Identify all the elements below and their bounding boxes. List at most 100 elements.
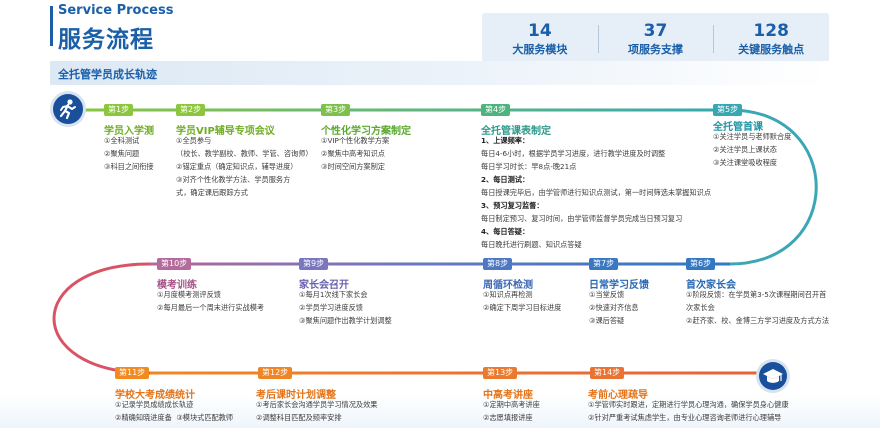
step-item: ②锚定重点（确定知识点，辅导进度） [176, 162, 298, 171]
stat-modules: 14 大服务模块 [482, 13, 598, 66]
step-item: ①考后家长会沟通学员学习情况及效果 [256, 400, 378, 409]
step-items: ①当堂反馈 ②快速对齐信息 ③课后答疑 [589, 288, 639, 327]
step-badge: 第6步 [686, 258, 716, 270]
step-item: ①全员参与 [176, 136, 212, 145]
title-accent-bar [50, 6, 53, 46]
step-item: ①学管师实时跟进，定期进行学员心理沟通，确保学员身心健康 [588, 400, 789, 409]
step-item: 每日晚托进行刷题、知识点答疑 [481, 240, 582, 249]
step-item: ③课后答疑 [589, 316, 625, 325]
step-item: ③模块式匹配教师 [176, 413, 234, 422]
stat-supports: 37 项服务支撑 [597, 13, 714, 66]
stat-label: 大服务模块 [512, 43, 568, 56]
section-header-bar [50, 61, 830, 85]
step-item: ①每月1次线下家长会 [299, 290, 368, 299]
step-item-heading: 4、每日答疑： [481, 227, 530, 236]
step-item: ②学员学习进度反馈 [299, 303, 363, 312]
step-items: ①全科测试 ②聚焦问题 ③科目之间衔接 [104, 134, 154, 173]
step-badge: 第3步 [321, 104, 351, 116]
step-title: 模考训练 [157, 280, 197, 291]
step-badge: 第9步 [299, 258, 329, 270]
track-curve-left [52, 262, 151, 375]
step-items: ①每月1次线下家长会 ②学员学习进度反馈 ③聚焦问题作出教学计划调整 [299, 288, 392, 327]
step-item: 式，确定课后跟踪方式 [176, 188, 248, 197]
step-badge: 第4步 [481, 104, 511, 116]
step-badge: 第5步 [713, 104, 743, 116]
step-title: 学员VIP辅导专项会议 [176, 126, 275, 137]
step-badge: 第1步 [104, 104, 134, 116]
step-item: 次家长会 [686, 303, 715, 312]
stat-number: 128 [753, 21, 789, 41]
step-items: ①学管师实时跟进，定期进行学员心理沟通，确保学员身心健康 ②针对严重考试焦虑学生… [588, 398, 789, 424]
step-item: ②聚焦问题 [104, 149, 140, 158]
step-item: ①定期中高考讲座 [483, 400, 540, 409]
step-badge: 第14步 [590, 367, 625, 379]
step-item: ①记录学员成绩成长轨迹 [115, 400, 194, 409]
stats-panel: 14 大服务模块 37 项服务支撑 128 关键服务触点 [482, 13, 829, 66]
step-badge: 第8步 [483, 258, 513, 270]
section-label: 全托管学员成长轨迹 [58, 68, 157, 81]
runner-icon [53, 94, 83, 124]
step-item-row: ②精确知晓进度备 ③模块式匹配教师 [115, 411, 233, 424]
step-item: ①知识点再检测 [483, 290, 533, 299]
step-item: ③对齐个性化教学方法、学员服务方 [176, 175, 291, 184]
step-items: ①阶段反馈：在学员第3-5次课程期间召开首 次家长会 ②赶齐家、校、金博三方学习… [686, 288, 829, 327]
track-curve-right [729, 108, 818, 266]
step-title: 考后课时计划调整 [256, 390, 336, 401]
page-title-en: Service Process [58, 3, 174, 18]
step-badge: 第2步 [176, 104, 206, 116]
step-title: 学校大考成绩统计 [115, 390, 195, 401]
step-item: ②针对严重考试焦虑学生，由专业心理咨询老师进行心理辅导 [588, 413, 782, 422]
step-badge: 第12步 [258, 367, 293, 379]
step-item: ②确定下周学习目标进度 [483, 303, 562, 312]
step-item-heading: 1、上课频率： [481, 136, 530, 145]
step-item: ①阶段反馈：在学员第3-5次课程期间召开首 [686, 290, 827, 299]
step-item: ①关注学员与老师默合度 [713, 132, 792, 141]
step-item: ①当堂反馈 [589, 290, 625, 299]
step-title: 全托管首课 [713, 122, 763, 133]
step-item: ③关注课堂吸收程度 [713, 158, 777, 167]
step-item: ②每月最后一个周末进行实战模考 [157, 303, 265, 312]
stat-number: 37 [643, 21, 668, 41]
step-item: ②精确知晓进度备 [115, 413, 172, 422]
step-title: 全托管课表制定 [481, 126, 551, 137]
footer-background [0, 395, 880, 428]
step-item: 每日学习时长：早8点-晚21点 [481, 162, 577, 171]
step-items: ①关注学员与老师默合度 ②关注学员上课状态 ③关注课堂吸收程度 [713, 130, 791, 169]
step-item: ②聚焦中高考知识点 [321, 149, 385, 158]
step-item: ③科目之间衔接 [104, 162, 154, 171]
step-title: 中高考讲座 [483, 390, 533, 401]
stat-number: 14 [528, 21, 552, 41]
step-title: 首次家长会 [686, 280, 736, 291]
step-items: ①月度模考测评反馈 ②每月最后一个周末进行实战模考 [157, 288, 264, 314]
stat-label: 项服务支撑 [628, 43, 683, 56]
step-title: 学员入学测 [104, 126, 154, 137]
step-item: ②志愿填报讲座 [483, 413, 533, 422]
step-badge: 第7步 [589, 258, 619, 270]
step-items: ①全员参与 （校长、教学副校、教师、学管、咨询师） ②锚定重点（确定知识点，辅导… [176, 134, 313, 199]
step-items: ①定期中高考讲座 ②志愿填报讲座 [483, 398, 540, 424]
step-item: 每日制定预习、复习时间，由学管师监督学员完成当日预习复习 [481, 214, 683, 223]
step-item: 每日4-6小时，根据学员学习进度，进行教学进度及时调整 [481, 149, 666, 158]
step-item: ②快速对齐信息 [589, 303, 639, 312]
stat-touchpoints: 128 关键服务触点 [713, 13, 829, 66]
step-item-heading: 2、每日测试： [481, 175, 530, 184]
step-item: ①月度模考测评反馈 [157, 290, 221, 299]
step-item: ③聚焦问题作出教学计划调整 [299, 316, 392, 325]
step-item-heading: 3、预习复习监督： [481, 201, 544, 210]
step-badge: 第11步 [115, 367, 150, 379]
step-items: 1、上课频率： 每日4-6小时，根据学员学习进度，进行教学进度及时调整 每日学习… [481, 134, 711, 251]
page-title: 服务流程 [58, 27, 154, 53]
step-item: （校长、教学副校、教师、学管、咨询师） [176, 149, 313, 158]
step-items: ①记录学员成绩成长轨迹 ②精确知晓进度备 ③模块式匹配教师 [115, 398, 233, 424]
step-badge: 第10步 [157, 258, 192, 270]
graduation-cap-icon [759, 362, 787, 390]
step-items: ①考后家长会沟通学员学习情况及效果 ②调整科目匹配及频率安排 [256, 398, 377, 424]
step-item: ①VIP个性化教学方案 [321, 136, 390, 145]
step-item: ②关注学员上课状态 [713, 145, 777, 154]
step-item: ③时间空间方案制定 [321, 162, 385, 171]
step-title: 日常学习反馈 [589, 280, 649, 291]
step-title: 家长会召开 [299, 280, 349, 291]
step-title: 考前心理疏导 [588, 390, 648, 401]
